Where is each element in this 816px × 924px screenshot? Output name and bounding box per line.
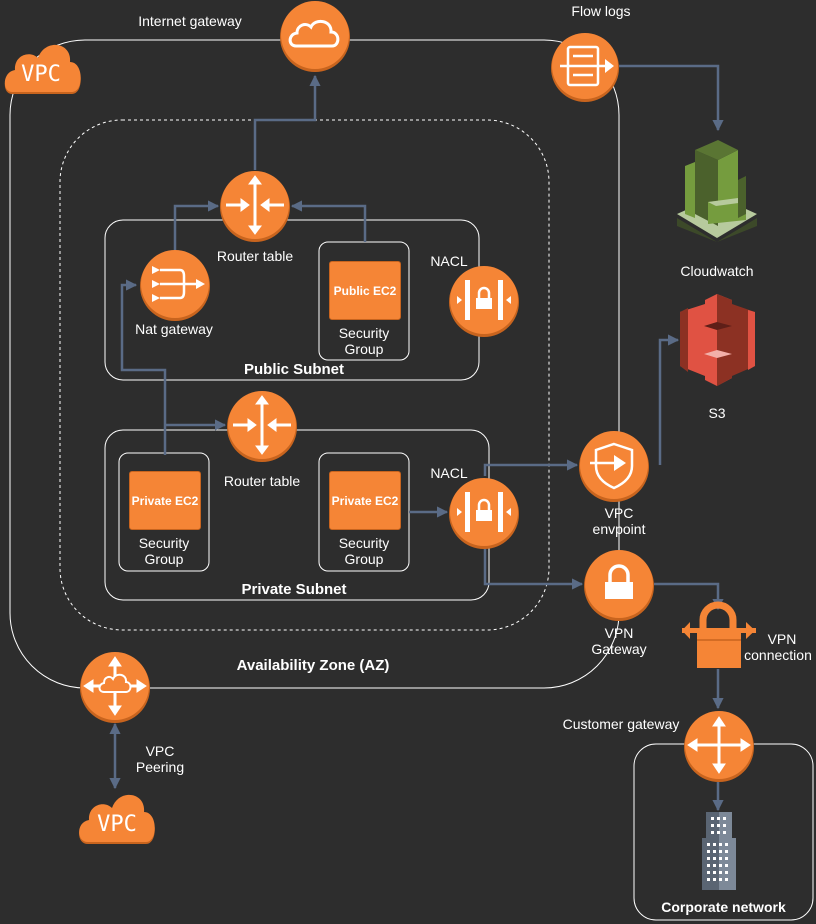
- private-ec2-left-label: Private EC2: [131, 493, 199, 508]
- vpc-endpoint-label-1: VPC: [604, 505, 634, 521]
- vpc-peering-label-2: Peering: [135, 759, 185, 775]
- public-subnet-label: Public Subnet: [243, 361, 344, 378]
- public-ec2-instance: Public EC2: [329, 261, 401, 320]
- vpc-cloud-icon: [4, 44, 81, 94]
- connector-private-to-nat: [120, 279, 167, 455]
- private-ec2-right-instance: Private EC2: [329, 471, 401, 530]
- connector-router-to-igw: [253, 74, 321, 170]
- corporate-network-label: Corporate network: [661, 899, 786, 915]
- internet-gateway-icon: [280, 1, 350, 72]
- security-group-private-right-label-2: Group: [344, 551, 384, 567]
- connector-nacl-to-endpoint: [483, 459, 579, 476]
- vpn-connection-label-1: VPN: [767, 631, 797, 647]
- router-table-public-label: Router table: [216, 248, 294, 264]
- vpn-connection-icon: [682, 601, 756, 668]
- connector-ec2-to-router: [290, 200, 367, 242]
- security-group-public-label-1: Security: [338, 325, 390, 341]
- vpc-peering-label-1: VPC: [145, 743, 175, 759]
- customer-gateway-label: Customer gateway: [562, 716, 680, 732]
- cloudwatch-label: Cloudwatch: [680, 263, 754, 279]
- private-subnet-label: Private Subnet: [241, 581, 347, 598]
- connectors: [109, 64, 724, 812]
- public-ec2-label: Public EC2: [333, 283, 397, 298]
- flow-logs-icon: [551, 33, 619, 102]
- private-ec2-left-instance: Private EC2: [129, 471, 201, 530]
- s3-bucket-icon: [680, 294, 755, 386]
- security-group-private-left-label-2: Group: [144, 551, 184, 567]
- connector-vpngw-to-vpnconn: [654, 582, 724, 611]
- router-table-private-label: Router table: [223, 473, 301, 489]
- connector-endpoint-to-s3: [658, 334, 680, 465]
- vpn-gateway-icon: [584, 550, 654, 621]
- security-group-private-left-label-1: Security: [138, 535, 190, 551]
- availability-zone-label: Availability Zone (AZ): [236, 657, 390, 674]
- connector-flowlogs-to-cloudwatch: [619, 64, 724, 132]
- connector-nacl-to-vpngw: [483, 548, 584, 590]
- vpc-peer-logo-label: VPC: [97, 812, 137, 837]
- vpc-endpoint-icon: [579, 431, 649, 502]
- s3-label: S3: [708, 405, 726, 421]
- router-table-private-icon: [227, 391, 297, 462]
- vpc-peer-cloud-icon: [79, 794, 155, 844]
- connector-nat-to-router: [173, 200, 220, 252]
- router-table-public-icon: [220, 171, 290, 242]
- nacl-public-label: NACL: [430, 253, 468, 269]
- corporate-building-icon: [702, 812, 736, 890]
- private-ec2-right-label: Private EC2: [331, 493, 399, 508]
- security-group-public-label-2: Group: [344, 341, 384, 357]
- vpn-gateway-label-2: Gateway: [591, 641, 647, 657]
- cloudwatch-icon: [677, 140, 757, 242]
- vpc-peering-icon: [80, 652, 150, 723]
- vpc-logo-label: VPC: [21, 62, 61, 87]
- security-group-private-right-label-1: Security: [338, 535, 390, 551]
- vpc-endpoint-label-2: envpoint: [592, 521, 646, 537]
- nacl-private-label: NACL: [430, 465, 468, 481]
- vpn-connection-label-2: connection: [744, 647, 812, 663]
- flow-logs-label: Flow logs: [571, 3, 631, 19]
- customer-gateway-icon: [684, 711, 754, 782]
- nacl-public-icon: [449, 266, 519, 337]
- internet-gateway-label: Internet gateway: [138, 13, 242, 29]
- nat-gateway-label: Nat gateway: [135, 321, 213, 337]
- nat-gateway-icon: [140, 250, 210, 321]
- nacl-private-icon: [449, 478, 519, 549]
- vpn-gateway-label-1: VPN: [604, 625, 634, 641]
